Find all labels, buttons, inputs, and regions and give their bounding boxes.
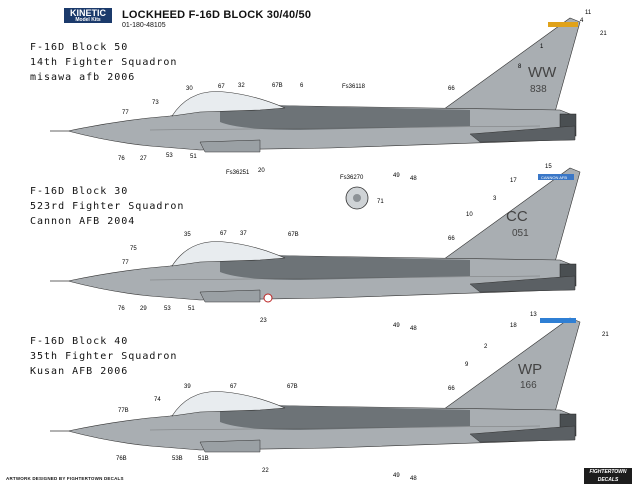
callout-label: 77 (122, 110, 129, 116)
callout-label: 51 (190, 154, 197, 160)
callout-label: 67 (218, 84, 225, 90)
tail-serial-3: 166 (520, 380, 537, 391)
callout-label: 21 (602, 332, 609, 338)
aircraft-2-base: Cannon AFB 2004 (30, 216, 136, 227)
callout-label: 6 (300, 83, 304, 89)
callout-label: 4 (580, 18, 584, 24)
callout-label: 15 (545, 164, 552, 170)
callout-label: 51 (188, 306, 195, 312)
aircraft-3-unit: 35th Fighter Squadron (30, 351, 178, 362)
callout-label: 11 (585, 10, 592, 16)
tail-serial-1: 838 (530, 84, 547, 95)
tail-serial-2: 051 (512, 228, 529, 239)
fightertown-logo: FIGHTERTOWN DECALS (584, 468, 632, 484)
callout-label: 35 (184, 232, 191, 238)
callout-label: 29 (140, 306, 147, 312)
callout-label: Fs36251 (226, 170, 250, 176)
callout-label: 73 (152, 100, 159, 106)
callout-label: 32 (238, 83, 245, 89)
callout-label: 3 (493, 196, 497, 202)
callout-label: 75 (130, 246, 137, 252)
callout-label: Fs36270 (340, 175, 364, 181)
callout-label: 1 (540, 44, 544, 50)
callout-label: 13 (530, 312, 537, 318)
tail-band-yellow (548, 22, 578, 27)
callout-label: 30 (186, 86, 193, 92)
aircraft-2-type: F-16D Block 30 (30, 186, 129, 197)
callout-label: 48 (410, 176, 417, 182)
callout-label: 66 (448, 86, 455, 92)
tail-band-blue-2 (540, 318, 576, 323)
callout-label: 48 (410, 476, 417, 482)
aircraft-2-profile: CC 051 CANNON AFB (49, 167, 581, 303)
aircraft-1-caption: F-16D Block 50 14th Fighter Squadron mis… (30, 40, 177, 85)
callout-label: 71 (377, 199, 384, 205)
callout-label: 8 (518, 64, 522, 70)
callout-label: 76B (116, 456, 127, 462)
callout-label: 21 (600, 31, 607, 37)
aircraft-3-base: Kusan AFB 2006 (30, 366, 129, 377)
callout-label: 39 (184, 384, 191, 390)
callout-label: 17 (510, 178, 517, 184)
callout-label: 53B (172, 456, 183, 462)
callout-label: 37 (240, 231, 247, 237)
callout-label: 9 (465, 362, 469, 368)
callout-label: 76 (118, 156, 125, 162)
squadron-emblem (263, 293, 273, 303)
aircraft-3-profile: WP 166 (49, 317, 581, 453)
aircraft-2-caption: F-16D Block 30 523rd Fighter Squadron Ca… (30, 184, 184, 229)
callout-label: 74 (154, 397, 161, 403)
callout-label: 20 (258, 168, 265, 174)
callout-label: 48 (410, 326, 417, 332)
kinetic-logo: KINETIC Model Kits (64, 8, 112, 23)
callout-label: 10 (466, 212, 473, 218)
callout-label: 77 (122, 260, 129, 266)
callout-label: 77B (118, 408, 129, 414)
kit-code: 01-180-48105 (122, 22, 166, 29)
callout-label: 67B (272, 83, 283, 89)
callout-label: 53 (164, 306, 171, 312)
callout-label: 2 (484, 344, 488, 350)
callout-label: 66 (448, 386, 455, 392)
callout-label: 67 (220, 231, 227, 237)
callout-label: 27 (140, 156, 147, 162)
callout-label: 67B (288, 232, 299, 238)
callout-label: 49 (393, 323, 400, 329)
callout-label: 67 (230, 384, 237, 390)
callout-label: 49 (393, 173, 400, 179)
callout-label: 67B (287, 384, 298, 390)
tail-code-1: WW (528, 64, 557, 81)
callout-label: 18 (510, 323, 517, 329)
wheel-detail (345, 186, 369, 210)
callout-label: 53 (166, 153, 173, 159)
callout-label: Fs36118 (342, 84, 366, 90)
tail-band-blue (538, 174, 574, 180)
page-title: LOCKHEED F-16D BLOCK 30/40/50 (122, 9, 312, 21)
aircraft-3-caption: F-16D Block 40 35th Fighter Squadron Kus… (30, 334, 177, 379)
callout-label: 23 (260, 318, 267, 324)
tail-code-2: CC (506, 208, 528, 225)
artwork-credit: ARTWORK DESIGNED BY FIGHTERTOWN DECALS (6, 476, 124, 481)
callout-label: 22 (262, 468, 269, 474)
callout-label: 51B (198, 456, 209, 462)
aircraft-1-unit: 14th Fighter Squadron (30, 57, 178, 68)
aircraft-2-unit: 523rd Fighter Squadron (30, 201, 185, 212)
aircraft-1-base: misawa afb 2006 (30, 72, 136, 83)
tail-code-3: WP (518, 361, 542, 378)
aircraft-1-type: F-16D Block 50 (30, 42, 129, 53)
aircraft-3-type: F-16D Block 40 (30, 336, 129, 347)
callout-label: 49 (393, 473, 400, 479)
brand-name: KINETIC (70, 8, 106, 18)
brand-sub: Model Kits (75, 17, 101, 23)
callout-label: 66 (448, 236, 455, 242)
callout-label: 76 (118, 306, 125, 312)
aircraft-1-profile: WW 838 (49, 17, 581, 153)
fin-band-text: CANNON AFB (541, 175, 567, 180)
